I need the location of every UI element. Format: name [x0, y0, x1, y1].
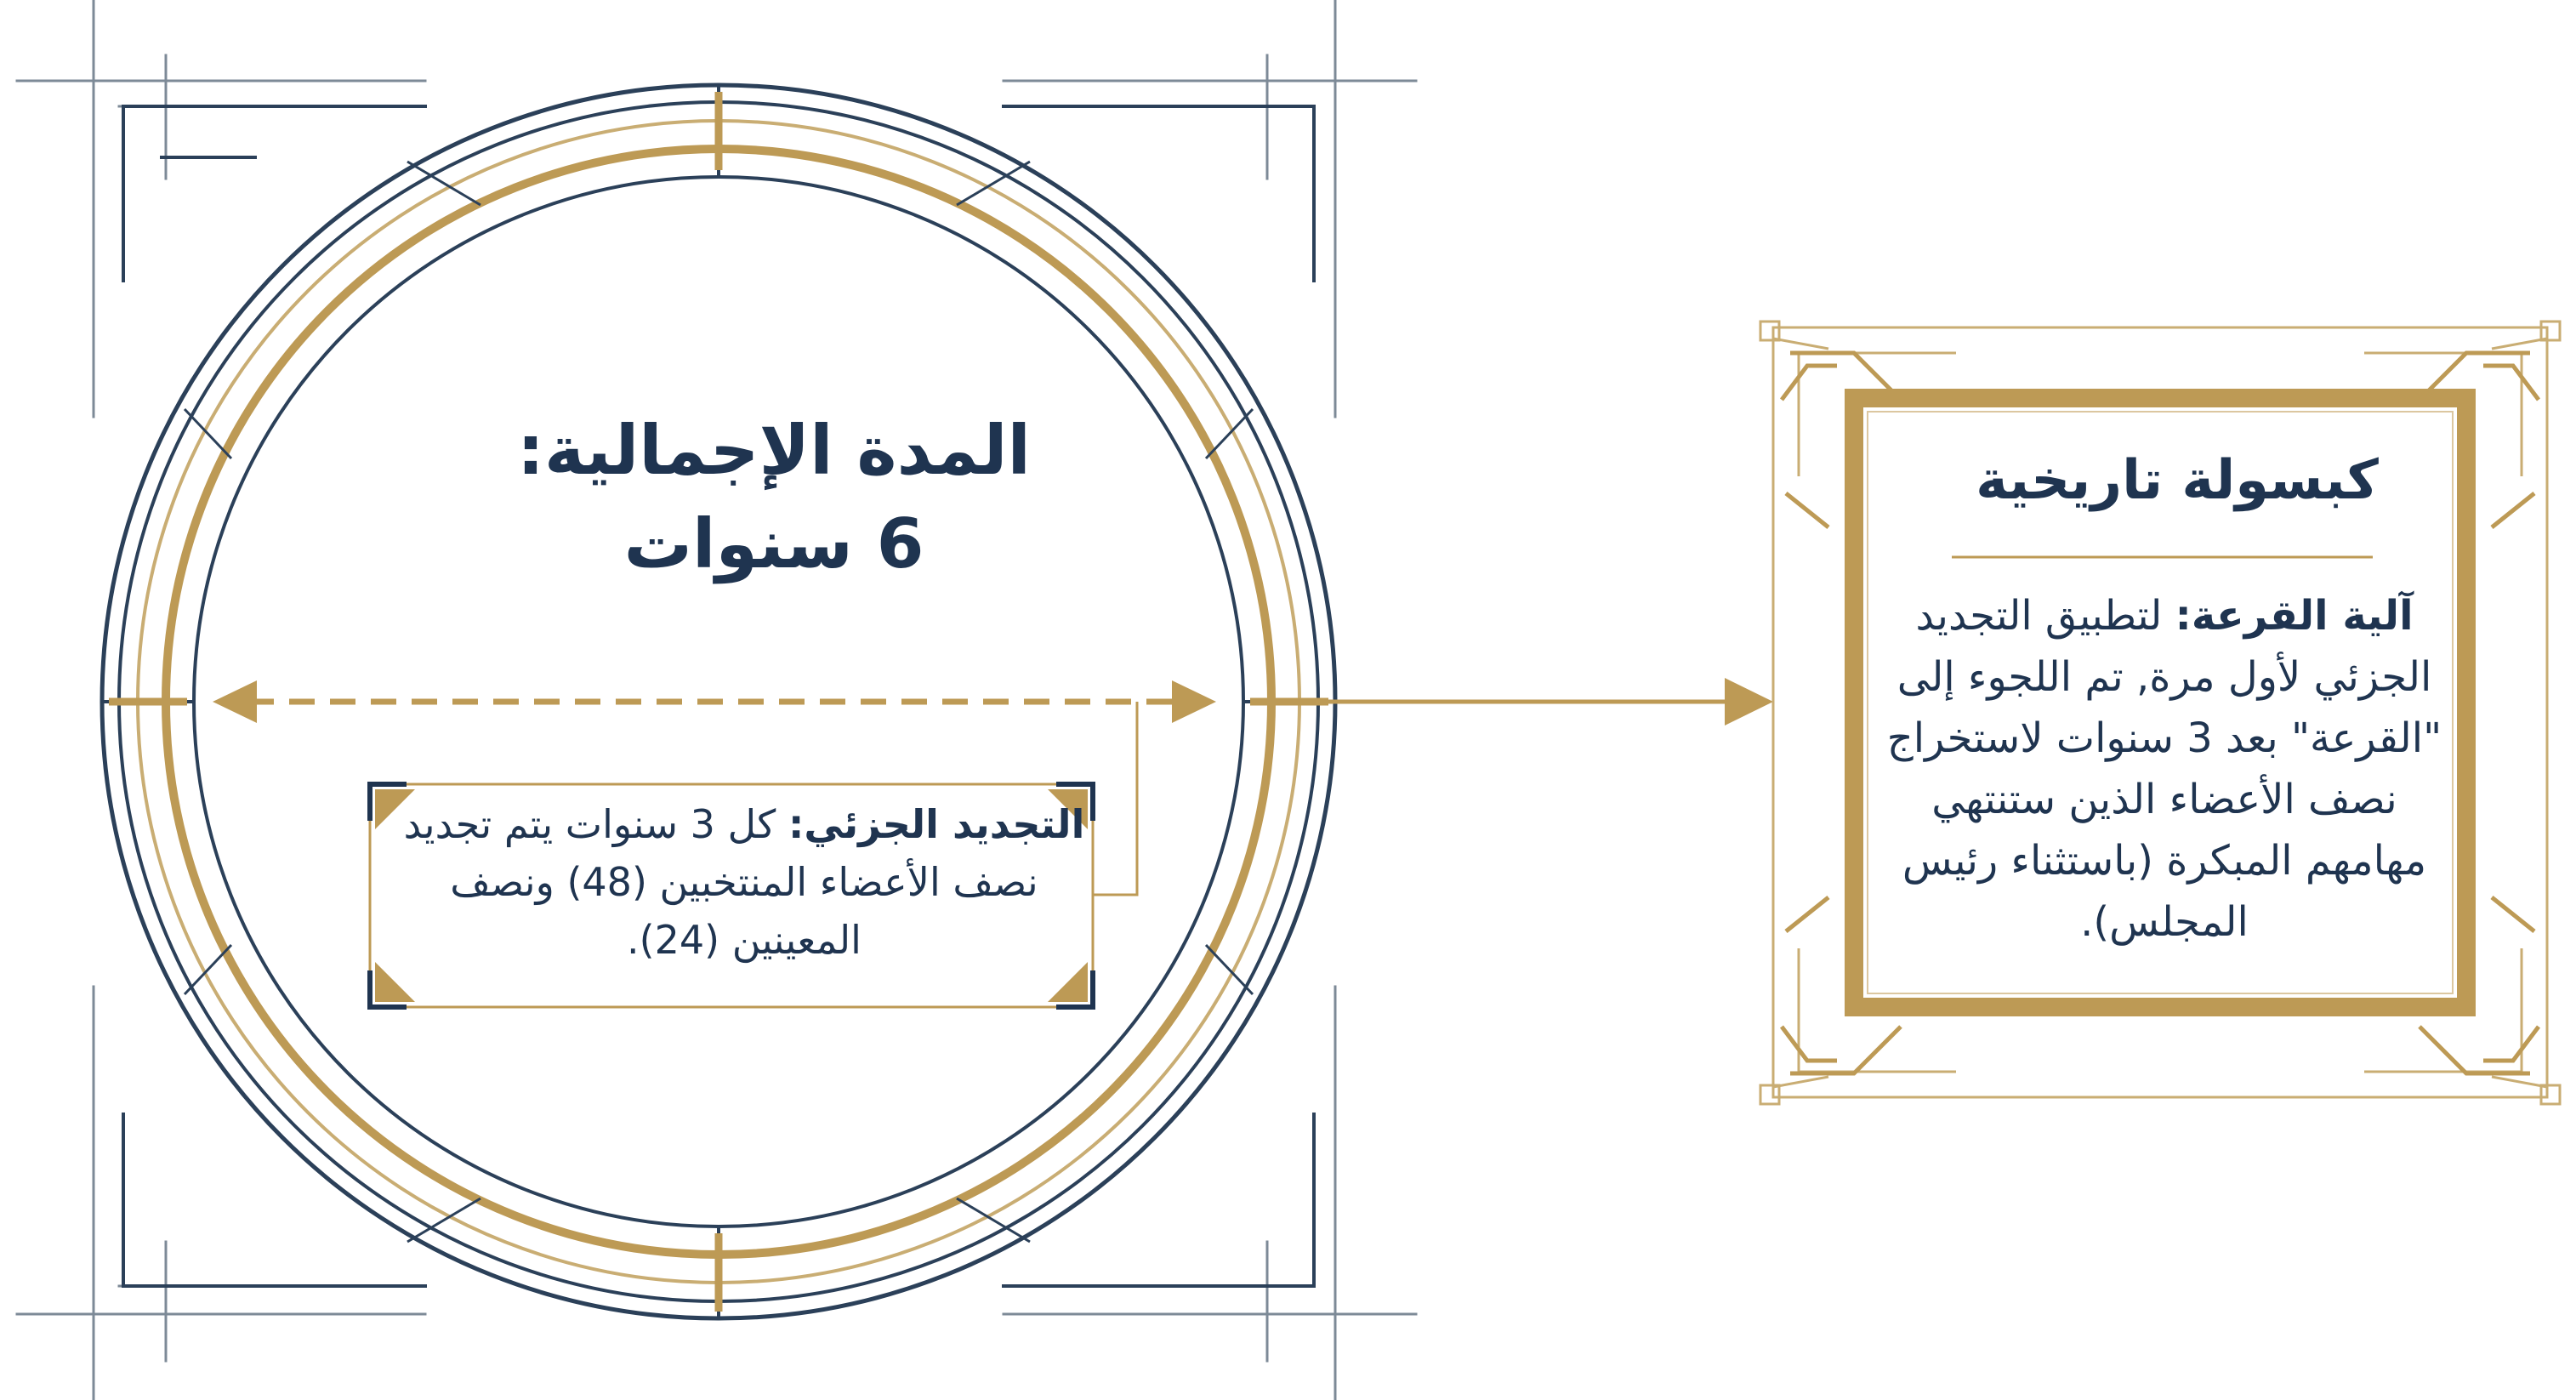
- total-duration-label: المدة الإجمالية:: [517, 411, 1031, 490]
- partial-renewal-label: التجديد الجزئي:: [788, 801, 1085, 847]
- lottery-label: آلية القرعة:: [2175, 592, 2414, 640]
- partial-renewal-body: كل 3 سنوات يتم تجديد نصف الأعضاء المنتخب…: [403, 801, 1038, 963]
- capsule-ornate-frame: [1759, 320, 2562, 1106]
- total-duration-value: 6 سنوات: [623, 504, 924, 583]
- diameter-dashed-arrow: [213, 680, 1216, 723]
- lottery-text: آلية القرعة: لتطبيق التجديد الجزئي لأول …: [1875, 585, 2454, 953]
- left-blueprint-frame: [15, 0, 1418, 1400]
- total-duration-title: المدة الإجمالية: 6 سنوات: [442, 404, 1106, 591]
- connector-arrow: [1310, 678, 1773, 726]
- partial-renewal-box: [367, 782, 1095, 1010]
- capsule-title: كبسولة تاريخية: [1976, 449, 2379, 512]
- partial-renewal-text: التجديد الجزئي: كل 3 سنوات يتم تجديد نصف…: [383, 795, 1106, 969]
- callout-connector: [1093, 702, 1139, 896]
- lottery-body: لتطبيق التجديد الجزئي لأول مرة, تم اللجو…: [1886, 592, 2442, 946]
- ring-ticks: [183, 160, 1254, 1243]
